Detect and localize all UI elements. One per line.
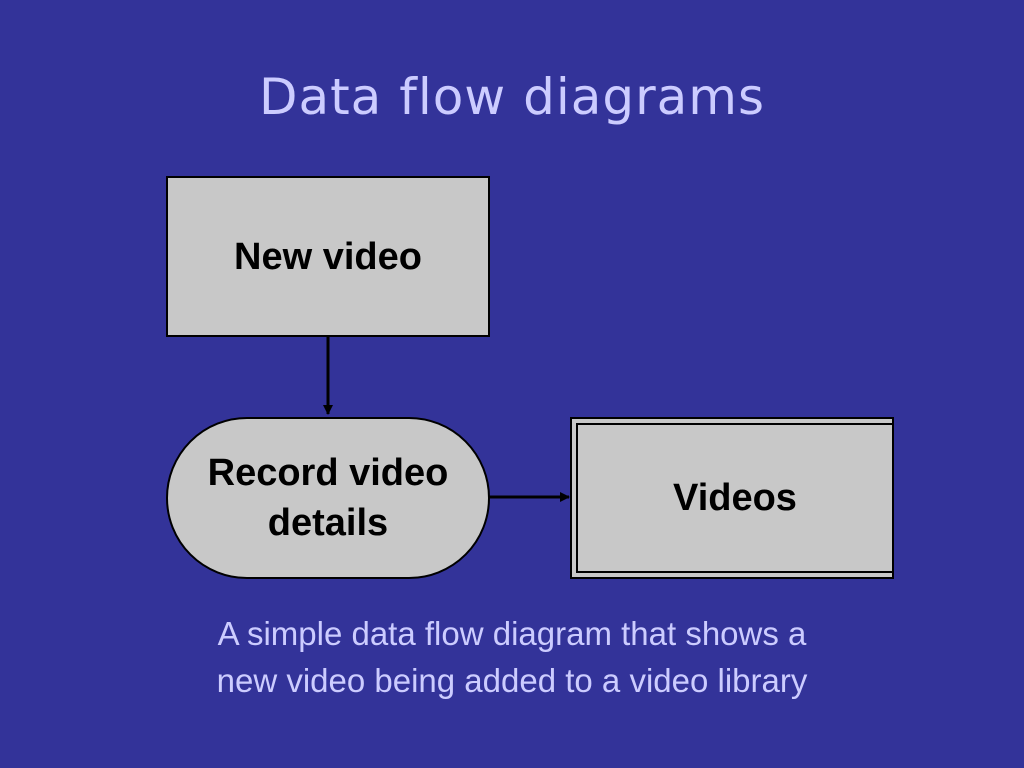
caption-line-2: new video being added to a video library xyxy=(216,662,808,699)
node-videos-label: Videos xyxy=(577,424,893,572)
node-videos-box-inner xyxy=(576,423,894,573)
node-new-video-label: New video xyxy=(167,177,489,336)
slide-title: Data flow diagrams xyxy=(258,68,766,126)
node-new-video-text: New video xyxy=(234,235,422,278)
node-record-line-1: Record video xyxy=(207,452,449,494)
node-record-video-details-label: Record video details xyxy=(167,418,489,578)
node-new-video-box xyxy=(166,176,490,337)
slide-caption: A simple data flow diagram that shows a … xyxy=(112,610,912,704)
node-videos-text: Videos xyxy=(673,477,797,519)
node-record-line-2: details xyxy=(267,502,389,544)
caption-line-1: A simple data flow diagram that shows a xyxy=(217,615,807,652)
